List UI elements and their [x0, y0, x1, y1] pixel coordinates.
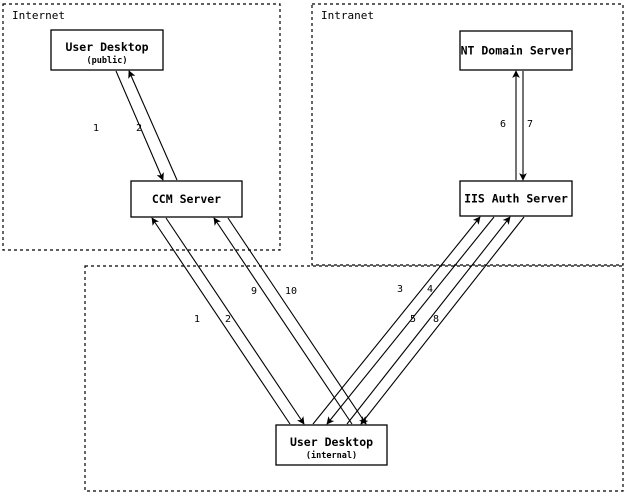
flow-arrow-2-ccm-server-to-user-desktop-internal	[165, 217, 305, 425]
zone-border-intranet	[311, 3, 624, 266]
flow-step-label-4-7: 4	[427, 284, 433, 295]
flow-arrow-8-iis-auth-server-to-user-desktop-internal	[360, 216, 525, 425]
node-title-iis-auth-server: IIS Auth Server	[464, 192, 568, 206]
flow-arrow-1-user-desktop-public-to-ccm-server	[115, 70, 164, 181]
flow-arrow-3-user-desktop-internal-to-iis-auth-server	[312, 216, 481, 425]
node-nt-domain-server: NT Domain Server	[459, 30, 573, 71]
node-iis-auth-server: IIS Auth Server	[459, 180, 573, 217]
flow-step-label-2-1: 2	[136, 123, 142, 134]
flow-arrow-9-user-desktop-internal-to-ccm-server	[213, 217, 353, 425]
flow-step-label-1-0: 1	[93, 123, 99, 134]
flow-step-label-5-8: 5	[410, 314, 416, 325]
node-ccm-server: CCM Server	[130, 180, 243, 218]
zone-internet: Internet	[2, 3, 281, 251]
flow-arrow-10-ccm-server-to-user-desktop-internal	[227, 217, 367, 425]
node-user-desktop-internal: User Desktop(internal)	[275, 424, 388, 466]
flow-step-label-8-9: 8	[433, 314, 439, 325]
node-box-user-desktop-internal	[275, 424, 388, 466]
flow-arrow-5-user-desktop-internal-to-iis-auth-server	[346, 216, 511, 425]
flow-step-labels: 1 2 1 2 9 10 3 4 5 8 6 7	[93, 119, 533, 325]
flow-step-label-9-4: 9	[251, 286, 257, 297]
flow-step-label-6-10: 6	[500, 119, 506, 130]
flow-step-label-10-5: 10	[285, 286, 297, 297]
flow-arrow-4-iis-auth-server-to-user-desktop-internal	[326, 216, 495, 425]
node-subtitle-user-desktop-public: (public)	[87, 55, 128, 66]
node-subtitle-user-desktop-internal: (internal)	[306, 450, 357, 461]
flow-arrow-2-ccm-server-to-user-desktop-public	[128, 70, 178, 181]
node-box-iis-auth-server	[459, 180, 573, 217]
zone-label-internet: Internet	[12, 9, 65, 22]
flow-step-label-2-3: 2	[225, 314, 231, 325]
flow-arrows	[115, 70, 527, 425]
zone-boundaries: Internet Intranet	[2, 3, 624, 492]
node-user-desktop-public: User Desktop(public)	[50, 29, 164, 71]
zone-lower-zone	[84, 265, 624, 492]
node-title-ccm-server: CCM Server	[152, 192, 221, 206]
node-box-nt-domain-server	[459, 30, 573, 71]
flow-step-label-7-11: 7	[527, 119, 533, 130]
zone-border-lower-zone	[84, 265, 624, 492]
flow-arrow-1-user-desktop-internal-to-ccm-server	[151, 217, 291, 425]
zone-border-internet	[2, 3, 281, 251]
node-box-ccm-server	[130, 180, 243, 218]
zone-intranet: Intranet	[311, 3, 624, 266]
zone-label-intranet: Intranet	[321, 9, 374, 22]
flow-step-label-1-2: 1	[194, 314, 200, 325]
node-box-user-desktop-public	[50, 29, 164, 71]
node-title-user-desktop-public: User Desktop	[65, 40, 148, 54]
node-title-nt-domain-server: NT Domain Server	[461, 44, 572, 58]
flow-step-label-3-6: 3	[397, 284, 403, 295]
node-title-user-desktop-internal: User Desktop	[290, 435, 373, 449]
